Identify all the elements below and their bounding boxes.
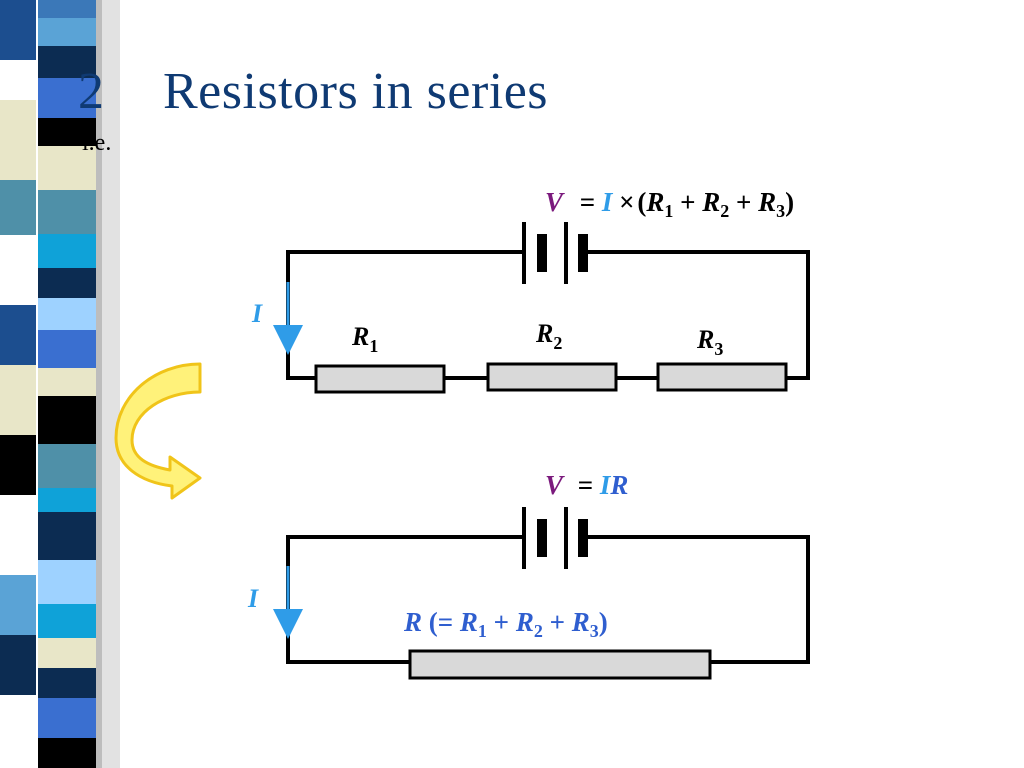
decorative-left-band [0,0,120,768]
slide-title: 2 Resistors in series [78,62,548,121]
equivalent-resistor-label: R (= R1 + R2 + R3) [403,607,608,643]
equation-2: V = IR [545,470,628,500]
circuit-1: I R1 R2 R3 V = I × (R1 + R2 + R3) [251,187,810,394]
current-label: I [247,584,259,613]
resistor-r1 [314,364,446,394]
subtext: i.e. [82,130,112,156]
equation-1: V = I × (R1 + R2 + R3) [545,187,794,223]
resistor-icon [314,362,788,394]
circuit-2-wires [286,535,810,664]
curved-arrow-icon [114,362,202,500]
resistor-label-r2: R2 [535,319,562,353]
resistor-r3 [656,362,788,392]
battery-icon [522,222,588,284]
current-label: I [251,299,263,328]
resistor-label-r3: R3 [696,325,723,359]
resistor-r2 [486,362,618,392]
slide-title-text: Resistors in series [163,63,549,120]
circuit-1-wires [286,250,810,380]
resistor-icon [408,649,712,680]
slide-number: 2 [78,63,105,120]
circuit-2: I V = IR R (= R1 + R2 + R3) [247,470,810,680]
resistor-label-r1: R1 [351,322,378,356]
battery-icon [522,507,588,569]
